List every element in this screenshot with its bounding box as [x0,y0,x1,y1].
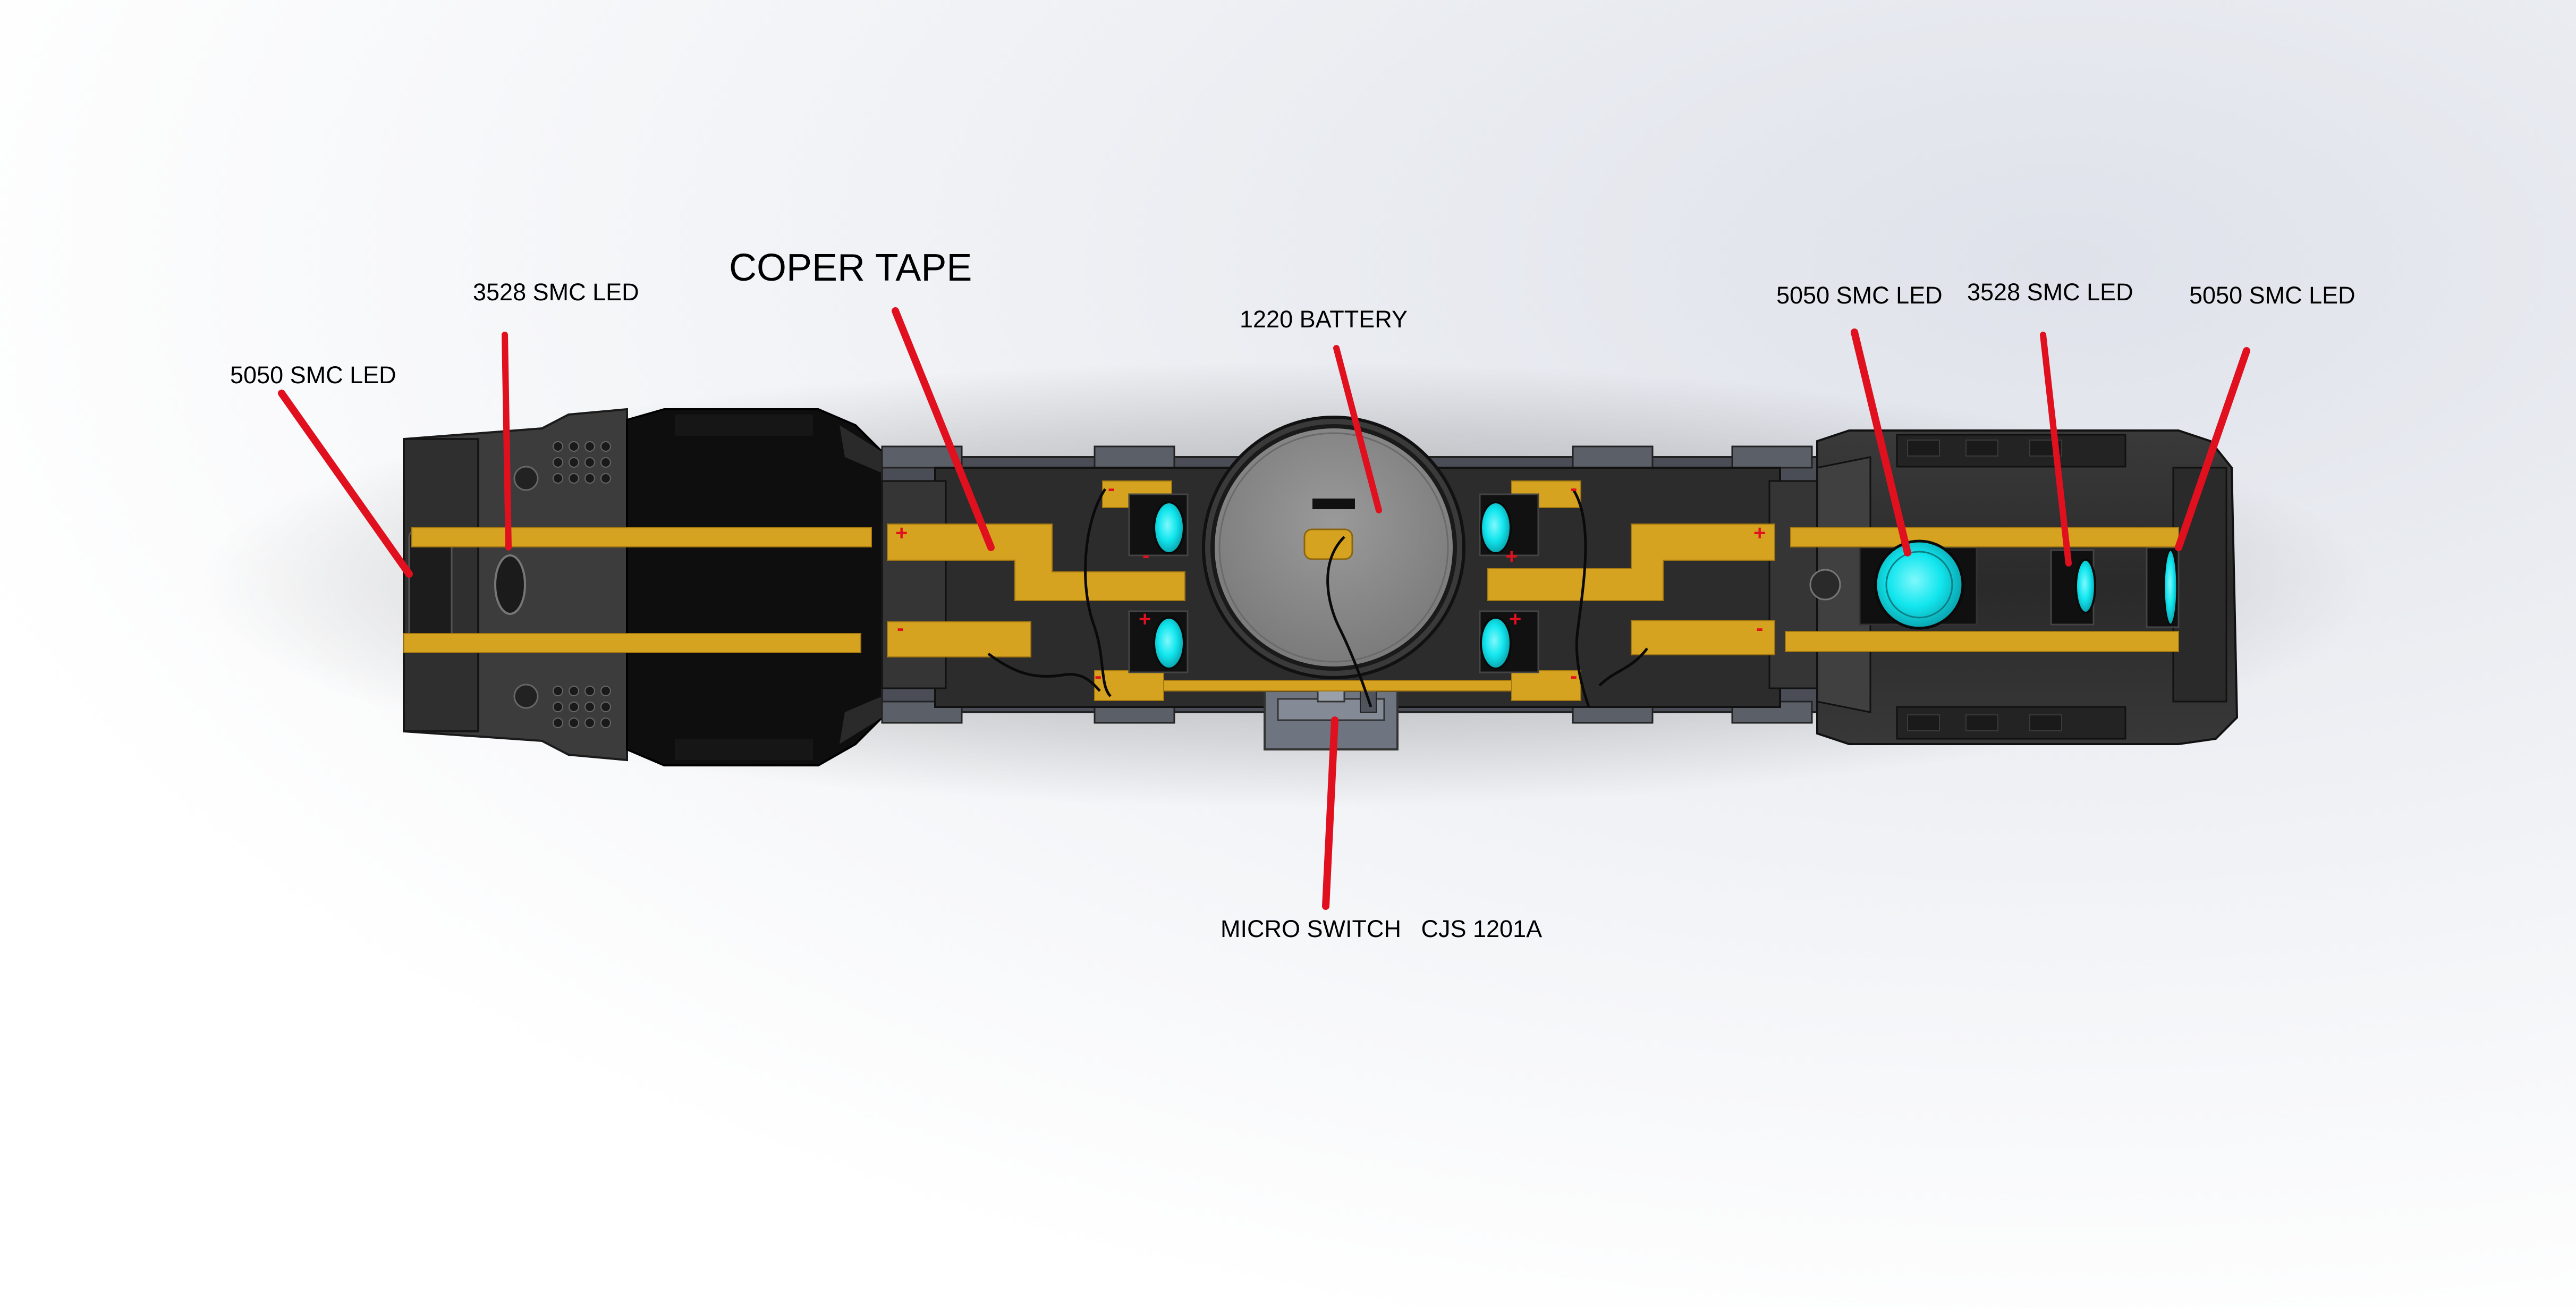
label-copper-tape: COPER TAPE [729,247,972,289]
leader-5050-right-a [1851,328,1911,556]
leader-5050-left [278,390,413,578]
label-battery-1220: 1220 BATTERY [1240,306,1408,333]
label-5050-led-right-a: 5050 SMC LED [1776,282,1943,309]
leader-3528-right [2040,332,2072,567]
plus-mark: + [895,521,908,545]
plus-mark: + [1753,521,1766,545]
central-leds [1128,493,1539,673]
minus-mark: - [1142,544,1149,567]
copper-tape-right [1785,527,2179,652]
jumper-wires [987,488,1648,707]
label-5050-led-left: 5050 SMC LED [230,361,396,389]
leader-lines [278,307,2250,910]
label-micro-switch: MICRO SWITCH CJS 1201A [1221,915,1543,942]
polarity-marks: + - - - + - - + + - + - [895,477,1766,688]
battery-1220 [1202,416,1465,679]
minus-mark: - [1756,617,1763,640]
leader-copper-tape [892,307,995,551]
label-5050-led-right-b: 5050 SMC LED [2189,282,2355,309]
right-leds-overlay [1874,539,2178,630]
leader-micro-switch [1322,716,1338,910]
label-3528-led-right: 3528 SMC LED [1967,279,2133,306]
minus-mark: - [897,617,904,640]
leader-3528-left [502,332,512,551]
plus-mark: + [1139,607,1151,631]
minus-mark: - [1570,664,1577,688]
left-end-cap [403,408,628,762]
label-3528-led-left: 3528 SMC LED [473,279,639,306]
minus-mark: - [1108,477,1115,500]
leader-battery [1333,345,1382,513]
leader-5050-right-b [2175,347,2250,551]
plus-mark: + [1505,545,1518,568]
minus-mark: - [1095,664,1101,688]
plus-mark: + [1509,607,1521,631]
left-grip-block [626,408,883,766]
minus-mark: - [1570,477,1577,500]
